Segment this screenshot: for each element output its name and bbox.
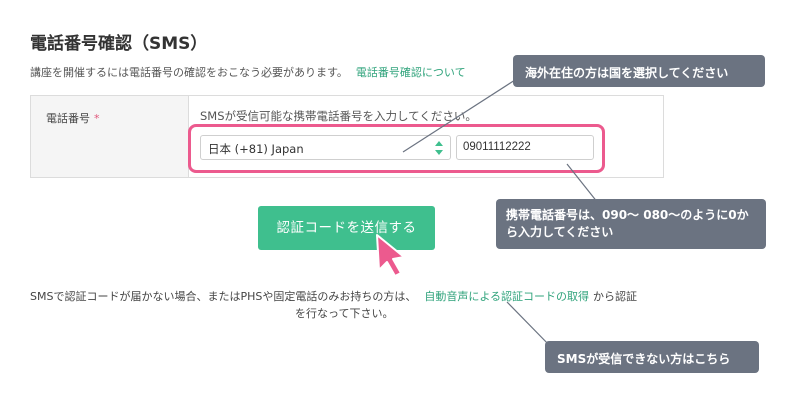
footer-line-1: SMSで認証コードが届かない場合、またはPHSや固定電話のみお持ちの方は、自動音… xyxy=(30,288,670,305)
description-text: 講座を開催するには電話番号の確認をおこなう必要があります。 xyxy=(30,66,348,79)
input-highlight-frame xyxy=(188,124,605,173)
phone-hint: SMSが受信可能な携帯電話番号を入力してください。 xyxy=(200,109,477,123)
footer-text-before: SMSで認証コードが届かない場合、またはPHSや固定電話のみお持ちの方は、 xyxy=(30,290,417,303)
footer-text-after: から認証 xyxy=(593,290,638,303)
phone-label-text: 電話番号 xyxy=(46,112,90,125)
page-title: 電話番号確認（SMS） xyxy=(30,34,208,54)
voice-code-link[interactable]: 自動音声による認証コードの取得 xyxy=(424,290,590,303)
phone-verification-help-link[interactable]: 電話番号確認について xyxy=(355,66,466,79)
phone-label: 電話番号 * xyxy=(46,110,100,126)
pointer-cursor-icon xyxy=(376,234,405,277)
required-mark: * xyxy=(94,112,100,125)
send-code-button[interactable]: 認証コードを送信する xyxy=(258,206,435,250)
callout-country: 海外在住の方は国を選択してください xyxy=(513,55,765,87)
callout-phone-format: 携帯電話番号は、090〜 080〜のように0から入力してください xyxy=(496,199,766,249)
callout-no-sms: SMSが受信できない方はこちら xyxy=(545,341,759,373)
page-description: 講座を開催するには電話番号の確認をおこなう必要があります。電話番号確認について xyxy=(30,64,466,80)
footer-line-2: を行なって下さい。 xyxy=(295,307,394,320)
select-arrows-icon xyxy=(435,141,443,155)
phone-number-input[interactable]: 09011112222 xyxy=(456,135,594,160)
sms-fallback-note: SMSで認証コードが届かない場合、またはPHSや固定電話のみお持ちの方は、自動音… xyxy=(30,288,670,322)
country-select-value: 日本 (+81) Japan xyxy=(208,142,304,156)
